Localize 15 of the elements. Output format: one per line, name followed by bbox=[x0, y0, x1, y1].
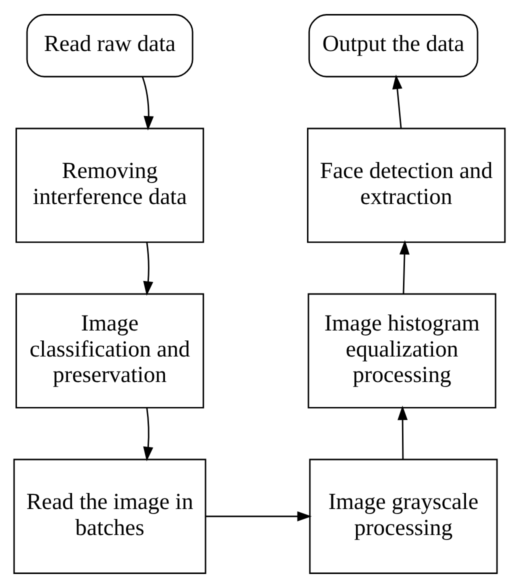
node-box: Image histogram equalization processing bbox=[308, 292, 496, 408]
node-box: Read raw data bbox=[26, 14, 194, 77]
arrow bbox=[143, 407, 154, 461]
node-box: Removing interference data bbox=[16, 127, 204, 242]
node-box: Image grayscale processing bbox=[309, 458, 498, 574]
arrow bbox=[206, 510, 312, 521]
arrow bbox=[142, 76, 154, 130]
node-box: Read the image in batches bbox=[13, 458, 206, 574]
node-box: Image classification and preservation bbox=[16, 292, 204, 408]
arrow bbox=[399, 240, 410, 294]
arrow bbox=[143, 242, 154, 296]
arrow bbox=[392, 74, 402, 128]
node-box: Output the data bbox=[308, 14, 478, 77]
arrow bbox=[398, 405, 408, 459]
node-box: Face detection and extraction bbox=[307, 127, 506, 242]
